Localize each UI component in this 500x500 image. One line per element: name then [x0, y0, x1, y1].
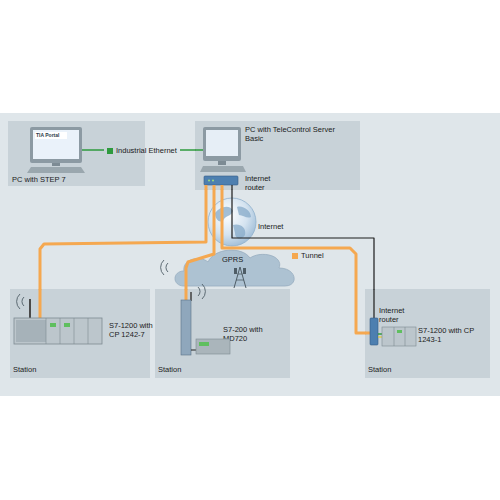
- keyboard: [200, 166, 246, 172]
- station-label: Station: [368, 366, 428, 375]
- tunnel-wire: [185, 289, 188, 300]
- legend-swatch: [292, 253, 298, 259]
- tunnel-wire: [213, 185, 216, 190]
- internet-wire: [373, 289, 374, 318]
- device-label: S7-1200 with CP 1242-7: [109, 322, 157, 339]
- keyboard: [27, 167, 85, 173]
- node-title: PC with TeleControl Server Basic: [245, 126, 335, 143]
- device-label: S7-1200 with CP 1243-1: [418, 327, 478, 344]
- device-label: Internet router: [245, 175, 285, 192]
- module-divider: [46, 318, 47, 344]
- wireless-symbol: [17, 294, 24, 309]
- tower-brace: [236, 280, 244, 281]
- ethernet-wire: [195, 149, 203, 151]
- legend-swatch: [107, 148, 113, 154]
- device-label: Internet router: [379, 307, 415, 324]
- tower-antenna: [234, 268, 237, 274]
- plc-rack: [14, 318, 102, 344]
- monitor-stand: [52, 163, 60, 166]
- plc-rack: [382, 327, 416, 346]
- station-box: S7-1200 with CP 1242-7Station: [10, 289, 150, 378]
- cloud-label: GPRS: [222, 256, 254, 265]
- station-label: Station: [158, 366, 218, 375]
- tower-leg: [240, 267, 246, 288]
- status-led: [397, 330, 402, 333]
- tunnel-connector: [40, 190, 206, 289]
- tower-brace: [238, 274, 243, 275]
- router-symbol: [370, 318, 378, 345]
- tunnel-wire: [365, 332, 370, 335]
- ethernet-wire: [378, 333, 382, 335]
- legend-text: Tunnel: [301, 251, 324, 260]
- monitor-screen: [206, 130, 238, 156]
- monitor-frame: [30, 127, 82, 163]
- wireless-symbol: [161, 260, 168, 275]
- monitor-frame: [203, 127, 241, 161]
- status-led: [64, 323, 70, 327]
- module-divider: [74, 318, 75, 344]
- antenna: [29, 299, 31, 318]
- module-divider: [88, 318, 89, 344]
- monitor-stand: [218, 161, 226, 165]
- module-divider: [405, 327, 406, 346]
- tower-antenna: [243, 268, 246, 274]
- serial-cable: [191, 350, 196, 351]
- legend-text: Industrial Ethernet: [116, 146, 177, 155]
- tunnel-wire: [221, 185, 224, 190]
- device-label: S7-200 with MD720: [223, 326, 283, 343]
- internet-wire: [231, 185, 232, 190]
- server-box: PC with TeleControl Server BasicInternet…: [195, 121, 360, 190]
- screen-label: TIA Portal: [35, 132, 67, 139]
- module-divider: [394, 327, 395, 346]
- tunnel-wire: [39, 289, 42, 318]
- globe-outline: [207, 197, 257, 247]
- status-led: [50, 323, 56, 327]
- tunnel-connector: [186, 190, 214, 289]
- node-title: PC with STEP 7: [12, 176, 132, 185]
- modem: [181, 300, 191, 355]
- plc-unit: [196, 339, 230, 354]
- router-symbol: [204, 176, 238, 185]
- station-box: Internet routerS7-1200 with CP 1243-1Sta…: [365, 289, 490, 378]
- station-label: Station: [13, 366, 73, 375]
- status-led: [199, 342, 209, 346]
- cloud-label: Internet: [258, 223, 298, 232]
- legend-item: Tunnel: [289, 251, 327, 260]
- wireless-symbol: [198, 284, 205, 299]
- station-box: S7-200 with MD720Station: [155, 289, 290, 378]
- legend-item: Industrial Ethernet: [104, 146, 180, 155]
- gprs-cloud: GPRS: [172, 240, 302, 292]
- cp-module: [16, 320, 46, 342]
- internet-globe: Internet: [207, 197, 257, 247]
- diagram-panel: [0, 113, 500, 396]
- antenna: [190, 292, 192, 301]
- tower-leg: [234, 267, 240, 288]
- network-connector: [232, 190, 374, 289]
- ethernet-wire: [378, 336, 382, 337]
- status-led: [212, 180, 214, 182]
- cloud: [175, 250, 294, 286]
- globe: [208, 198, 256, 246]
- tunnel-connector: [222, 190, 365, 333]
- globe-continents: [215, 207, 251, 239]
- module-divider: [60, 318, 61, 344]
- status-led: [208, 180, 210, 182]
- cloud-outline: [172, 240, 302, 292]
- monitor-screen: [33, 130, 79, 159]
- tunnel-wire: [205, 185, 208, 190]
